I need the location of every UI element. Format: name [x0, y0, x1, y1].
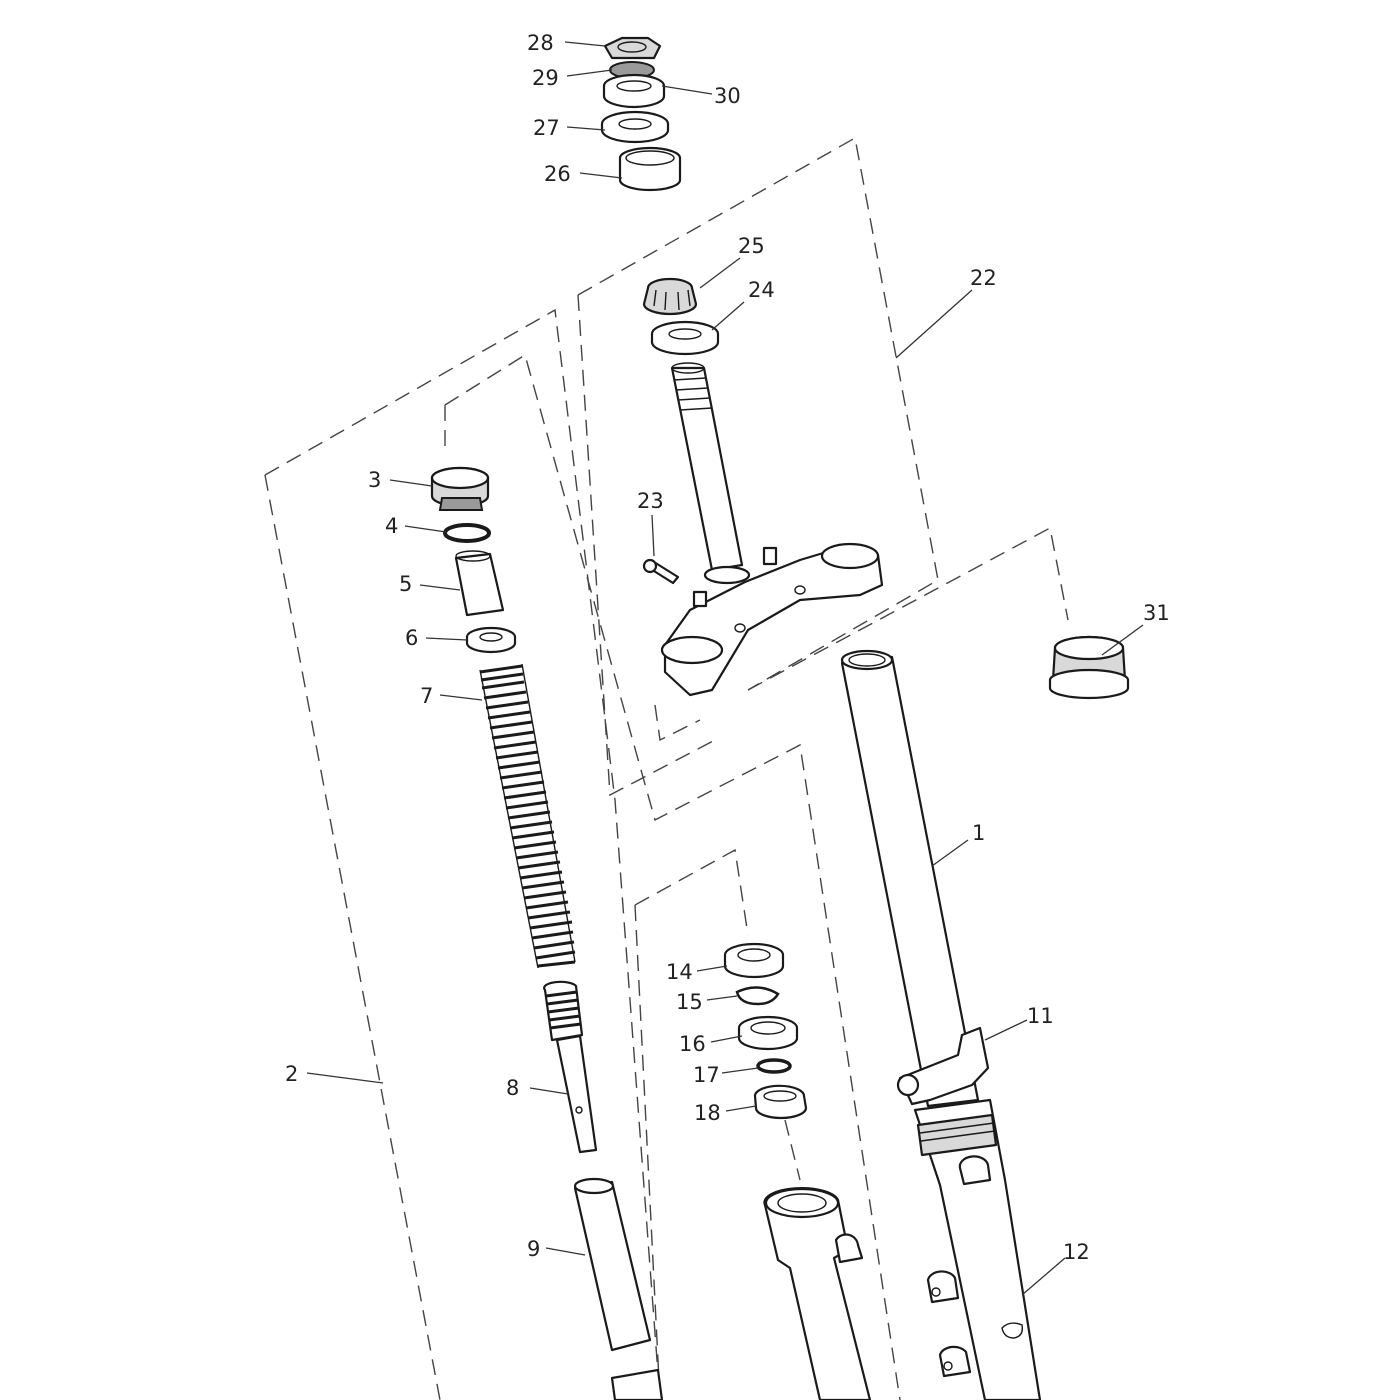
steering-head-bearing-stack [600, 36, 682, 192]
part-4-o-ring [443, 523, 491, 543]
group-outlines [264, 136, 1069, 1400]
part-24-dust-seal [650, 320, 720, 356]
yoke-body [663, 543, 884, 697]
callout-28: 27 [533, 116, 560, 140]
part-5-spacer [454, 552, 505, 617]
fork-inner-tube-and-slider [840, 649, 1042, 1400]
part-8-damper-rod [543, 980, 598, 1154]
callout-4: 4 [385, 514, 398, 538]
leader-lines [306, 41, 1144, 1296]
lower-yoke-assembly [642, 277, 884, 697]
part-25-tapered-bearing [642, 277, 698, 316]
callout-23: 23 [637, 489, 664, 513]
callout-5: 5 [399, 572, 412, 596]
callout-11: 11 [1027, 1004, 1054, 1028]
callout-31: 31 [1143, 601, 1170, 625]
part-1-inner-tube [840, 655, 980, 1108]
part-17-washer [756, 1058, 792, 1074]
part-6-washer [465, 626, 517, 654]
callout-12: 12 [1063, 1240, 1090, 1264]
part-7-spring [479, 663, 576, 969]
callout-labels: 28 29 30 27 26 25 24 22 23 31 3 4 5 6 7 … [285, 31, 1170, 1264]
callout-18: 18 [694, 1101, 721, 1125]
part-12-slider [913, 1098, 1042, 1400]
part-31-cap [1048, 635, 1130, 700]
part-15-circlip [735, 986, 780, 1006]
callout-30: 30 [714, 84, 741, 108]
callout-9: 9 [527, 1237, 540, 1261]
callout-3: 3 [368, 468, 381, 492]
steering-stem [670, 366, 744, 572]
oil-seal-components [723, 942, 808, 1120]
part-28-bearing-washer [600, 110, 670, 144]
part-27-bearing [618, 146, 682, 192]
callout-29: 29 [532, 66, 559, 90]
callout-16: 16 [679, 1032, 706, 1056]
part-11-clamp [898, 1026, 990, 1106]
part-9-damper-tube [573, 1180, 652, 1352]
callout-14: 14 [666, 960, 693, 984]
callout-15: 15 [676, 990, 703, 1014]
callout-6: 6 [405, 626, 418, 650]
callout-8: 8 [506, 1076, 519, 1100]
callout-27: 26 [544, 162, 571, 186]
fork-slider-lower [763, 1186, 872, 1400]
callout-17: 17 [693, 1063, 720, 1087]
part-26-nut [603, 36, 662, 60]
damper-components [430, 466, 664, 1400]
callout-7: 7 [420, 684, 433, 708]
callout-26: 28 [527, 31, 554, 55]
callout-2: 2 [285, 1062, 298, 1086]
callout-25: 25 [738, 234, 765, 258]
callout-1: 1 [972, 821, 985, 845]
callout-24: 24 [748, 278, 775, 302]
callout-22: 22 [970, 266, 997, 290]
